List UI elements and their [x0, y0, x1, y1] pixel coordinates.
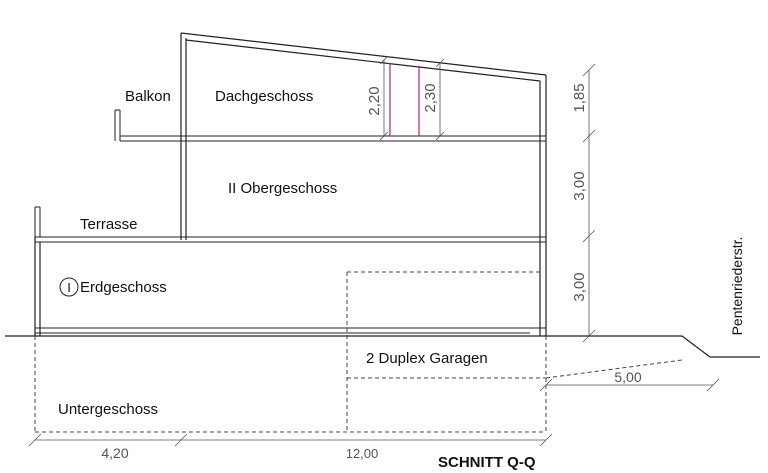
clear-height-dims [379, 55, 445, 141]
dim-height-og: 3,00 [571, 171, 588, 200]
dim-width-terrace: 4,20 [101, 445, 128, 461]
label-erdgeschoss: Erdgeschoss [80, 279, 167, 296]
dim-clear-1: 2,20 [366, 86, 383, 115]
basement-outline [34, 271, 683, 433]
height-dim-chain [582, 63, 596, 343]
label-garagen: 2 Duplex Garagen [366, 350, 488, 367]
building-outline [34, 32, 547, 336]
drawing-title: SCHNITT Q-Q [438, 454, 536, 471]
label-street: Pentenriederstr. [729, 237, 745, 336]
clear-height-markers [389, 63, 420, 136]
ground-line [5, 335, 760, 358]
label-entrance-mark: I [67, 280, 71, 295]
dim-width-total: 12,00 [346, 446, 379, 461]
width-dim-chain [28, 378, 720, 447]
label-terrasse: Terrasse [80, 216, 138, 233]
dim-height-dg: 1,85 [571, 83, 588, 112]
floor-slabs [34, 109, 546, 334]
dim-clear-2: 2,30 [422, 83, 439, 112]
label-obergeschoss: II Obergeschoss [228, 180, 337, 197]
dim-height-eg: 3,00 [571, 272, 588, 301]
label-balkon: Balkon [125, 88, 171, 105]
entrance-marker-circle [59, 277, 79, 297]
label-dachgeschoss: Dachgeschoss [215, 88, 313, 105]
dim-width-ramp: 5,00 [614, 369, 641, 385]
label-untergeschoss: Untergeschoss [58, 401, 158, 418]
